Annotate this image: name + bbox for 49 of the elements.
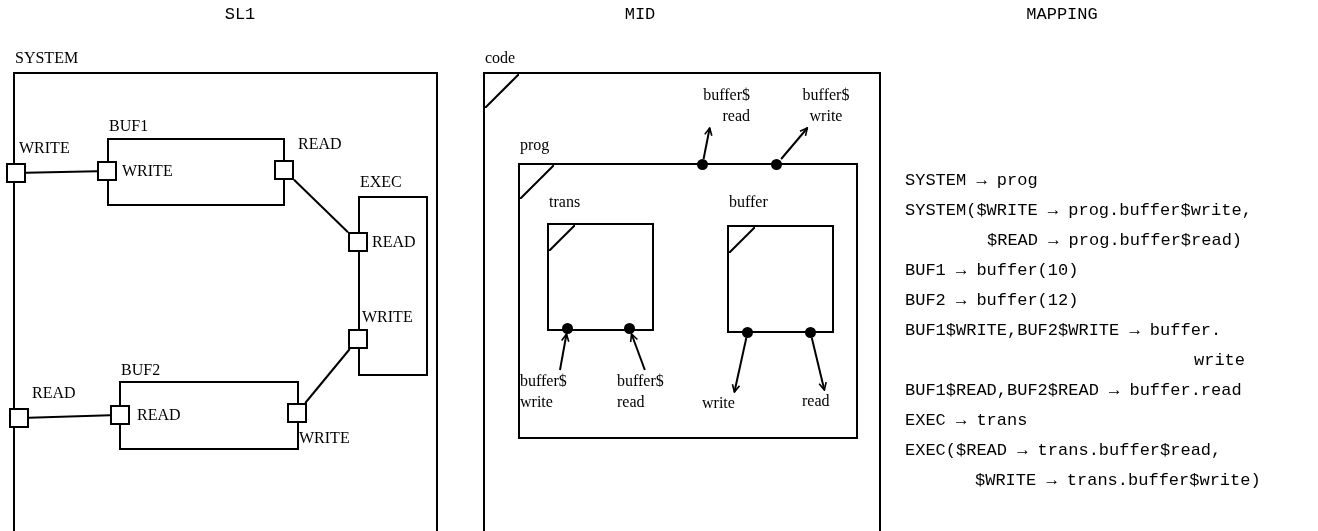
connector-line <box>293 178 349 234</box>
port-label: WRITE <box>362 307 413 327</box>
block-name: EXEC <box>360 172 402 192</box>
signal-label: write <box>702 392 762 414</box>
block-name: prog <box>520 135 550 155</box>
port-dot <box>771 159 782 170</box>
signal-label: buffer$ read <box>678 84 750 128</box>
port-dot <box>742 327 753 338</box>
port-dot <box>697 159 708 170</box>
arrow <box>731 337 748 393</box>
port-label: READ <box>298 134 342 154</box>
signal-label: read <box>802 390 852 412</box>
connector-line <box>25 170 98 174</box>
mapping-rule: EXEC → trans <box>905 410 1029 432</box>
arrow <box>810 337 827 391</box>
port-label: WRITE <box>299 428 350 448</box>
arrow <box>780 127 809 160</box>
column-heading: MAPPING <box>1025 4 1099 26</box>
signal-label: buffer$ write <box>520 370 592 414</box>
signal-label: buffer$ write <box>790 84 862 128</box>
block-name: BUF1 <box>109 116 149 136</box>
port-dot <box>805 327 816 338</box>
port-label: READ <box>372 232 416 252</box>
arrow <box>702 127 713 160</box>
mapping-rule: SYSTEM($WRITE → prog.buffer$write, $READ → prog.buffer$read) <box>905 200 1253 252</box>
mapping-rule: BUF1 → buffer(10) <box>905 260 1080 282</box>
column-heading: SL1 <box>223 4 257 26</box>
signal-label: buffer$ read <box>617 370 689 414</box>
block-name: SYSTEM <box>15 48 79 68</box>
arrow <box>629 333 646 371</box>
mapping-rule: BUF1$READ,BUF2$READ → buffer.read <box>905 380 1243 402</box>
port-label: READ <box>137 405 181 425</box>
mapping-rule: BUF2 → buffer(12) <box>905 290 1080 312</box>
mapping-rule: SYSTEM → prog <box>905 170 1039 192</box>
block-name: code <box>485 48 516 68</box>
connector-line <box>28 414 111 419</box>
port-label: WRITE <box>122 161 173 181</box>
mapping-rule: BUF1$WRITE,BUF2$WRITE → buffer. write <box>905 320 1245 372</box>
arrow <box>559 333 570 371</box>
port-label: WRITE <box>19 138 70 158</box>
block-name: buffer <box>729 192 768 212</box>
port-label: READ <box>32 383 76 403</box>
column-heading: MID <box>623 4 657 26</box>
mapping-rule: EXEC($READ → trans.buffer$read, $WRITE → trans.buffer$write) <box>905 440 1262 492</box>
block-name: BUF2 <box>121 360 161 380</box>
block-name: trans <box>549 192 581 212</box>
port-dot <box>562 323 573 334</box>
connector-line <box>304 348 351 404</box>
port-dot <box>624 323 635 334</box>
